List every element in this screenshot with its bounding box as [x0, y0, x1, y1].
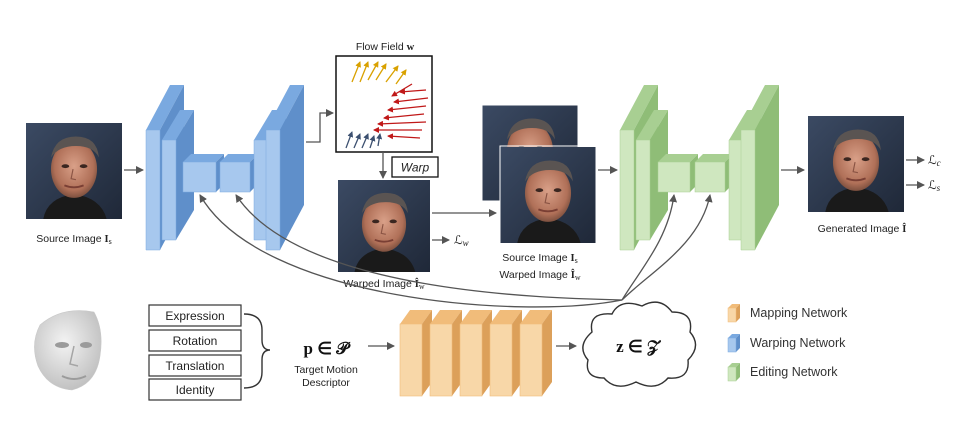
warp-box — [391, 156, 439, 178]
flow-field-label: Flow Field w — [356, 41, 415, 53]
loss-s: ℒs — [928, 178, 941, 193]
legend-label: Editing Network — [750, 365, 838, 379]
motion-box-label: Identity — [176, 383, 215, 397]
warping-network — [145, 85, 304, 251]
warp-label: Warp — [401, 161, 430, 175]
flow-vector — [387, 133, 421, 140]
flow-vector — [399, 88, 427, 95]
mesh-face-image — [26, 305, 122, 401]
flow-vector — [391, 83, 413, 97]
flow-vector — [367, 61, 379, 81]
flow-vector — [376, 133, 383, 147]
flow-vector — [361, 133, 369, 149]
flow-vector — [351, 61, 361, 83]
editing-network — [619, 85, 779, 251]
legend-label: Mapping Network — [750, 306, 848, 320]
mapping-layer — [429, 310, 462, 397]
motion-box-label: Rotation — [173, 334, 218, 348]
motion-box-rotation: Rotation — [148, 329, 242, 352]
legend-label: Warping Network — [750, 336, 846, 350]
flow-vector — [375, 63, 387, 81]
stack-label-source: Source Image Is — [502, 252, 578, 265]
warped-image-label: Warped Image Îw — [343, 278, 425, 291]
flow-field-vectors — [345, 61, 429, 149]
generated-image-label: Generated Image Î — [818, 223, 907, 235]
flow-vector — [387, 105, 427, 113]
p-in-P-label: p ∈ 𝒫 — [303, 339, 351, 358]
motion-box-label: Translation — [166, 359, 225, 373]
flow-vector — [369, 135, 376, 149]
stack-label-warped: Warped Image Îw — [499, 269, 581, 282]
target-motion-label-2: Descriptor — [302, 377, 350, 389]
loss-w: ℒw — [454, 233, 469, 248]
motion-box-identity: Identity — [148, 378, 242, 401]
motion-brace — [243, 313, 271, 389]
mapping-layer — [489, 310, 522, 397]
flow-vector — [385, 65, 399, 83]
mapping-network — [399, 310, 552, 397]
flow-vector — [395, 69, 407, 85]
flow-vector — [377, 120, 427, 127]
source-image-label: Source Image Is — [36, 233, 112, 246]
flow-vector — [345, 131, 354, 149]
mapping-layer — [519, 310, 552, 397]
mapping-layer — [459, 310, 492, 397]
z-in-Z-label: z ∈ 𝒵 — [616, 337, 662, 357]
flow-vector — [353, 133, 361, 149]
target-motion-label-1: Target Motion — [294, 364, 358, 376]
legend-swatch — [727, 366, 737, 382]
motion-box-translation: Translation — [148, 354, 242, 377]
flow-vector — [393, 97, 429, 105]
legend-item-editing: Editing Network — [727, 363, 838, 382]
legend-item-warping: Warping Network — [727, 334, 846, 353]
legend-swatch — [727, 307, 737, 323]
generated-image — [808, 116, 904, 212]
warped-image — [338, 179, 430, 273]
mapping-layer — [399, 310, 432, 397]
stacked-images — [481, 104, 597, 245]
motion-box-label: Expression — [165, 309, 224, 323]
source-image — [26, 123, 122, 219]
legend-item-mapping: Mapping Network — [727, 304, 848, 323]
arrow-warping-to-flow — [306, 109, 334, 143]
flow-vector — [383, 113, 425, 121]
motion-box-expression: Expression — [148, 304, 242, 327]
conditioning-arrows — [199, 194, 713, 308]
loss-c: ℒc — [928, 153, 941, 168]
legend-swatch — [727, 337, 737, 353]
flow-vector — [359, 61, 369, 83]
latent-cloud — [582, 301, 697, 387]
